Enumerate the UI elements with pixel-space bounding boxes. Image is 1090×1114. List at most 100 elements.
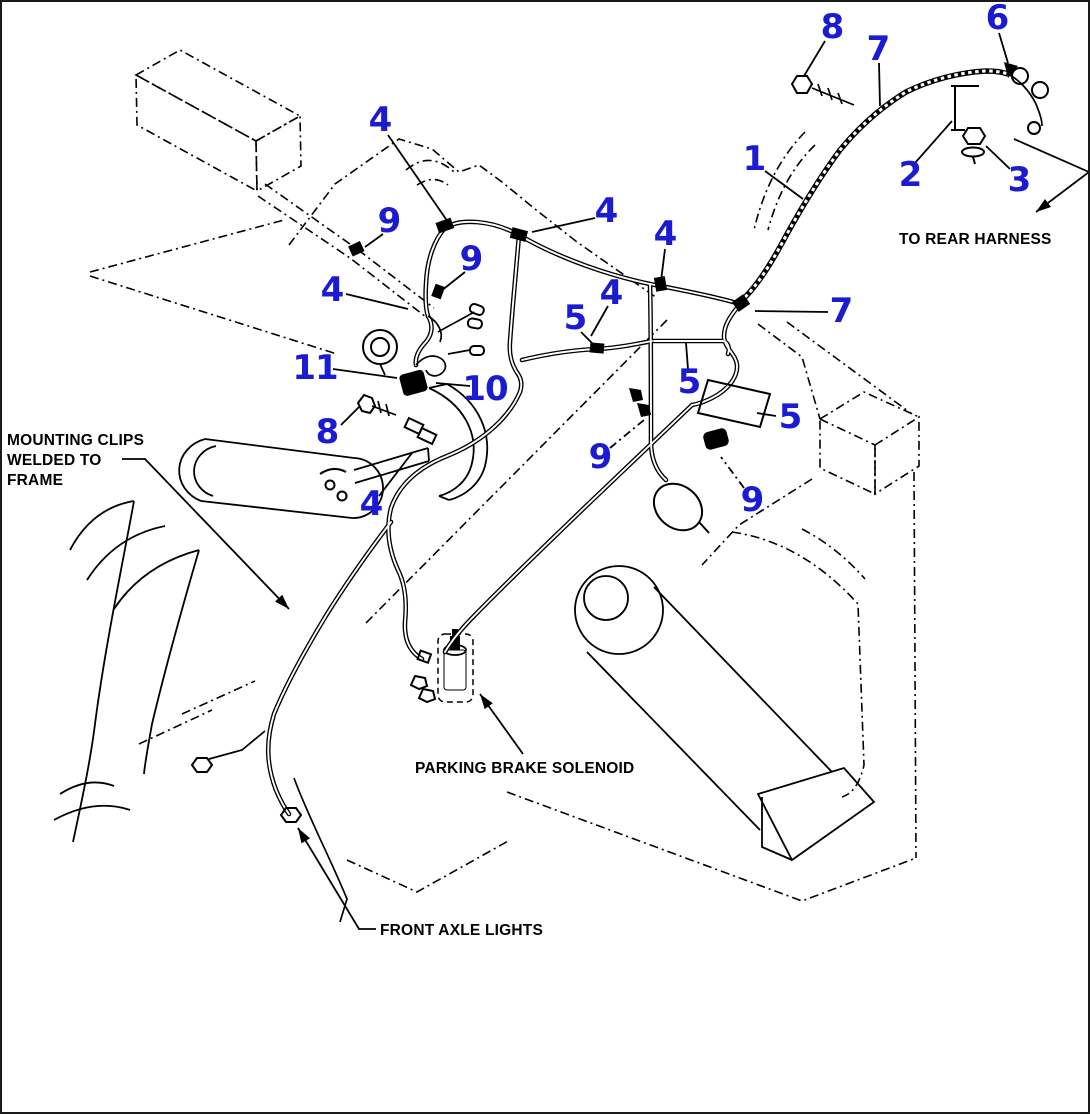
leader-line [878,62,881,107]
frame-phantom-lines [89,49,920,902]
harness-solenoid-run [442,402,695,655]
axle-light-connector-left [190,757,214,773]
note-line: TO REAR HARNESS [899,231,1052,248]
harness-boot [652,482,704,532]
leader-line [754,310,829,313]
solenoid-connector [416,649,433,665]
leader-arrowhead [1036,198,1051,212]
flange-bolt-1 [324,479,336,491]
leader-line [332,368,398,379]
machine-outline [53,383,876,862]
pigtail-connector-3 [469,345,485,356]
callout-number-9: 9 [588,437,613,477]
leader-arrowhead [275,594,289,609]
callout-number-8: 8 [315,412,340,452]
leader-line [803,40,826,77]
leader-line [756,412,777,417]
callout-number-6: 6 [985,0,1010,38]
leader-line [590,305,609,337]
clip-4a [435,217,455,234]
bolt-3-head [961,127,987,145]
frame-tube-opening [574,565,664,655]
leader-line [378,452,413,497]
ring-terminal-3 [1027,121,1041,135]
axle-light-connector-right [279,807,303,823]
callout-number-10: 10 [462,369,508,409]
leader-line [531,217,596,233]
callout-number-5: 5 [778,397,803,437]
solenoid-bolt-1 [409,674,429,691]
callout-number-1: 1 [742,139,767,179]
leader-line [122,458,290,610]
component-box-side [255,114,302,193]
hydraulic-cylinder [204,438,355,459]
clip-4b [509,227,529,242]
bolt-9c-1 [629,388,643,402]
leader-line [387,134,449,223]
leader-line [720,456,745,489]
to-rear-harness-note: TO REAR HARNESS [899,230,1052,250]
ring-terminal-2 [1031,81,1049,99]
harness-solenoid-run [444,404,693,653]
fender-arc [69,500,135,551]
pigtail-connector-2 [466,317,483,330]
pigtail-wires [208,73,1043,923]
callout-number-5: 5 [563,298,588,338]
lamp [362,329,398,365]
front-axle-lights-note: FRONT AXLE LIGHTS [380,921,543,941]
harness-axle-light-run [267,521,392,815]
callout-number-8: 8 [820,7,845,47]
pigtail-connector-1 [468,302,485,316]
leader-line [297,827,376,930]
callout-number-9: 9 [377,201,402,241]
leader-line [435,382,471,387]
leader-lines [122,32,1088,930]
leader-line [345,293,409,310]
clip-4c [653,276,668,292]
parking-brake-solenoid-note: PARKING BRAKE SOLENOID [415,759,634,779]
clip-6 [1004,62,1018,78]
bolt-3-washer [961,146,985,158]
bolt-8a-head [790,75,814,94]
harness-vertical-run [649,283,667,481]
callout-number-4: 4 [368,100,393,140]
leader-line [580,331,595,346]
clip-9b [431,283,446,300]
leader-line [1013,138,1088,213]
callout-number-4: 4 [599,273,624,313]
leader-arrowhead [298,828,311,844]
clamp-10-11 [399,369,428,396]
callout-number-11: 11 [292,348,338,388]
leader-line [609,419,645,449]
callout-number-9: 9 [740,480,765,520]
callout-number-3: 3 [1007,160,1032,200]
solenoid-bolt-2 [417,687,437,704]
leader-line [914,120,953,164]
note-line: FRAME [7,472,64,489]
note-line: FRONT AXLE LIGHTS [380,922,543,939]
bolt-9c-2 [637,403,651,417]
clip-7 [731,294,751,312]
callout-number-9: 9 [459,239,484,279]
component-box-top [134,49,302,142]
leader-line [440,271,466,292]
leader-line [685,342,689,370]
callout-number-2: 2 [898,155,923,195]
ring-terminal-1 [1011,67,1029,85]
loader-arm [72,500,135,843]
note-line: MOUNTING CLIPS [7,432,145,449]
component-box-front [135,73,258,193]
callout-number-4: 4 [320,270,345,310]
connector-4f-2 [416,426,438,446]
harness-top-link [516,232,743,307]
callout-number-7: 7 [866,29,891,69]
clamp-9d [703,428,729,450]
bracket-plate-5 [696,378,772,429]
leader-line [340,405,361,426]
tube-end-bracket [756,766,876,862]
note-line: PARKING BRAKE SOLENOID [415,760,635,777]
harness-axle-light-run [265,519,394,817]
braided-harness [738,68,1009,305]
callout-number-4: 4 [653,214,678,254]
